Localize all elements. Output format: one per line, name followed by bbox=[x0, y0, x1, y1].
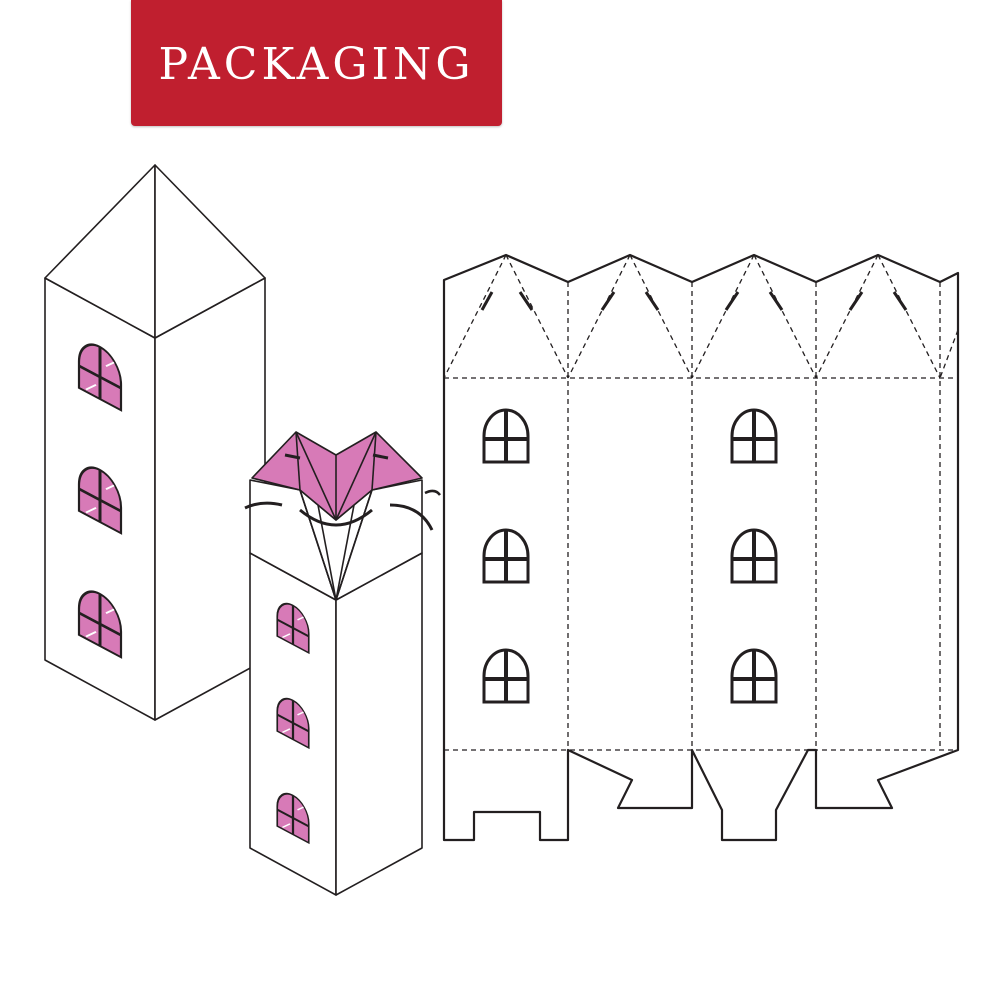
box-small-right-face bbox=[335, 552, 423, 896]
arched-window-icon bbox=[482, 648, 530, 704]
arched-window-icon bbox=[482, 528, 530, 584]
template-outline bbox=[442, 253, 960, 842]
packaging-banner: PACKAGING bbox=[131, 0, 502, 126]
closed-box-small bbox=[244, 431, 442, 896]
arched-window-icon bbox=[730, 408, 778, 464]
box-large-roof-right bbox=[154, 164, 266, 339]
closed-box-large bbox=[44, 164, 266, 721]
arched-window-icon bbox=[482, 408, 530, 464]
die-cut-template bbox=[442, 253, 960, 842]
box-large-right-face bbox=[154, 277, 266, 721]
box-small-roof bbox=[251, 431, 423, 521]
banner-title: PACKAGING bbox=[158, 38, 475, 90]
arched-window-icon bbox=[730, 528, 778, 584]
arched-window-icon bbox=[730, 648, 778, 704]
